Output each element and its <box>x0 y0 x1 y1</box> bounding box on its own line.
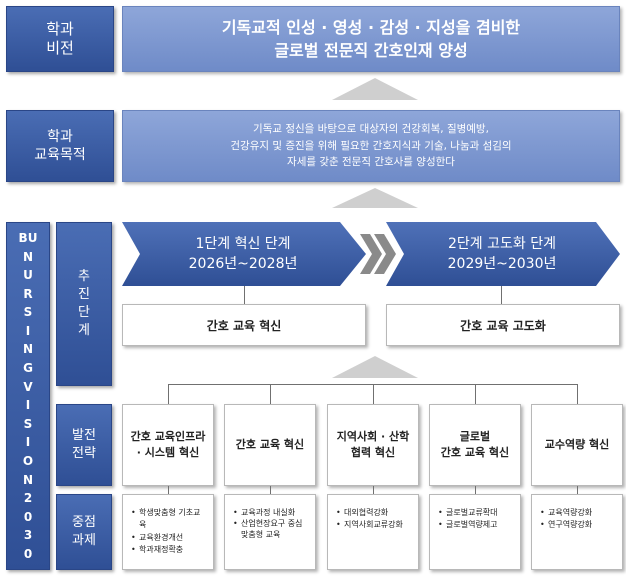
banner-letter: O <box>22 453 34 468</box>
stage-1-period: 2026년~2028년 <box>188 256 298 272</box>
task-item: 학생맞춤형 기초교육 <box>131 507 207 532</box>
banner-letter: N <box>22 472 34 487</box>
banner-letter: S <box>23 416 33 431</box>
stage-label: 추 진 단 계 <box>56 222 112 386</box>
banner-letter: 2 <box>23 491 33 506</box>
task-item: 글로벌역량제고 <box>438 519 498 532</box>
stage-2-result: 간호 교육 고도화 <box>386 304 620 346</box>
banner-letter: BU <box>18 231 38 245</box>
stage-2-period: 2029년~2030년 <box>447 256 557 272</box>
banner-letter: N <box>22 249 34 264</box>
banner-letter: S <box>23 305 33 320</box>
strategy-global: 글로벌 간호 교육 혁신 <box>429 404 521 486</box>
tasks-column: 대외협력강화 지역사회교류강화 <box>327 494 419 570</box>
stage-1-chevron <box>122 222 366 286</box>
tasks-column: 학생맞춤형 기초교육 교육환경개선 학과재정확충 <box>122 494 214 570</box>
task-item: 산업현장요구 중심 맞춤형 교육 <box>233 519 302 541</box>
banner-letter: U <box>23 268 33 283</box>
double-chevron-right-icon <box>360 234 396 274</box>
tasks-label: 중점 과제 <box>56 494 112 570</box>
banner-letter: 0 <box>23 546 33 561</box>
banner-letter: N <box>22 342 34 357</box>
banner-letter: I <box>25 398 31 413</box>
banner-letter: 3 <box>23 528 33 543</box>
up-arrow-icon <box>332 78 418 100</box>
stage-1-title: 1단계 혁신 단계 <box>195 235 291 252</box>
stage-2-chevron <box>386 222 620 286</box>
up-arrow-icon <box>332 356 418 378</box>
strategy-infrastructure: 간호 교육인프라 · 시스템 혁신 <box>122 404 214 486</box>
vision-statement: 기독교적 인성 · 영성 · 감성 · 지성을 겸비한 글로벌 전문직 간호인재… <box>122 6 620 72</box>
task-item: 교육환경개선 <box>131 532 207 545</box>
strategy-label: 발전 전략 <box>56 404 112 486</box>
task-item: 교육역량강화 <box>540 507 592 520</box>
tasks-column: 교육과정 내실화 산업현장요구 중심 맞춤형 교육 <box>224 494 316 570</box>
tasks-column: 글로벌교류확대 글로벌역량제고 <box>429 494 521 570</box>
tasks-column: 교육역량강화 연구역량강화 <box>531 494 623 570</box>
banner-letter: I <box>25 323 31 338</box>
up-arrow-icon <box>332 188 418 208</box>
banner-letter: V <box>23 379 33 394</box>
task-item: 연구역량강화 <box>540 519 592 532</box>
purpose-statement: 기독교 정신을 바탕으로 대상자의 건강회복, 질병예방, 건강유지 및 증진을… <box>122 110 620 182</box>
banner-letter: G <box>23 361 33 376</box>
strategy-education: 간호 교육 혁신 <box>224 404 316 486</box>
banner-letter: 0 <box>23 509 33 524</box>
banner-letter: I <box>25 435 31 450</box>
purpose-label: 학과 교육목적 <box>6 110 114 182</box>
task-item: 대외협력강화 <box>336 507 403 520</box>
task-item: 지역사회교류강화 <box>336 519 403 532</box>
stage-2-title: 2단계 고도화 단계 <box>448 235 556 252</box>
task-item: 글로벌교류확대 <box>438 507 498 520</box>
task-item: 학과재정확충 <box>131 544 207 557</box>
strategy-faculty: 교수역량 혁신 <box>531 404 623 486</box>
strategy-community: 지역사회 · 산학 협력 혁신 <box>327 404 419 486</box>
banner-letter: R <box>23 286 33 301</box>
task-item: 교육과정 내실화 <box>233 507 302 520</box>
stage-1-result: 간호 교육 혁신 <box>122 304 366 346</box>
vision-label: 학과 비전 <box>6 6 114 72</box>
